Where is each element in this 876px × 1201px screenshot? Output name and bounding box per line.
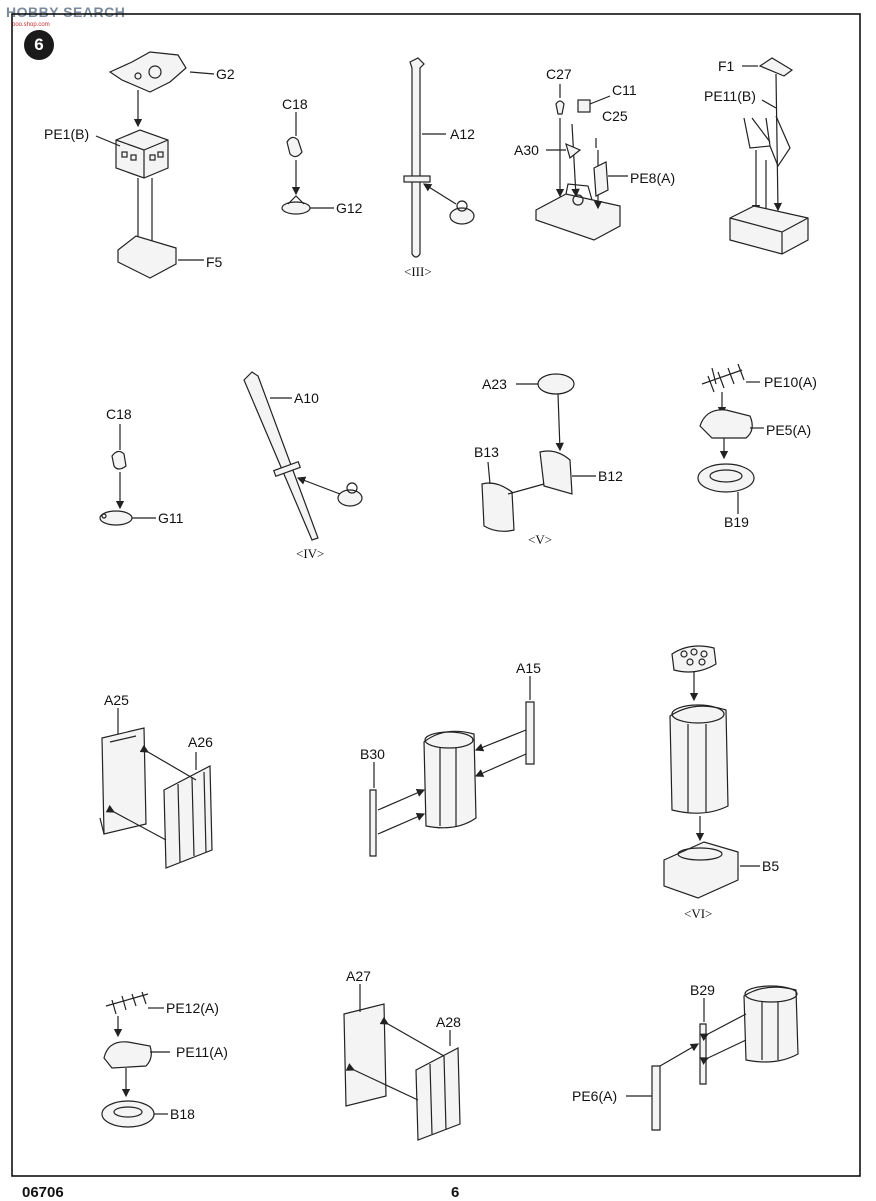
- callout-c27: C27: [546, 66, 572, 82]
- kit-number: 06706: [22, 1184, 64, 1201]
- callout-g2: G2: [216, 66, 235, 82]
- part-g11: [99, 510, 133, 526]
- part-b30: [369, 789, 377, 857]
- part-tank-c: [669, 704, 729, 814]
- part-b5: [663, 841, 739, 899]
- callout-b12: B12: [598, 468, 623, 484]
- watermark: HOBBY SEARCH: [6, 4, 126, 20]
- page-frame: [11, 13, 861, 1177]
- part-pe11a: [103, 1041, 152, 1069]
- part-b18: [101, 1100, 155, 1128]
- part-pe6a: [651, 1065, 661, 1131]
- callout-pe11b: PE11(B): [704, 88, 756, 104]
- callout-f1: F1: [718, 58, 735, 74]
- part-b29: [699, 1023, 707, 1085]
- callout-f5: F5: [206, 254, 223, 270]
- step-number-badge: 6: [24, 30, 54, 60]
- callout-a23: A23: [482, 376, 507, 392]
- part-a25: [99, 727, 147, 835]
- part-a10-rod: [243, 371, 319, 541]
- watermark-subtext: ooo.shop.com: [12, 22, 50, 28]
- part-b12: [539, 450, 573, 495]
- callout-a12: A12: [450, 126, 475, 142]
- part-cap-b: [671, 645, 717, 673]
- callout-g12: G12: [336, 200, 363, 216]
- callout-c18-top: C18: [282, 96, 308, 112]
- callout-pe10a: PE10(A): [764, 374, 817, 390]
- caption-iv: <IV>: [296, 546, 325, 561]
- part-f5: [117, 235, 177, 279]
- callout-a30: A30: [514, 142, 539, 158]
- part-base-c: [535, 183, 621, 241]
- callout-pe12a: PE12(A): [166, 1000, 219, 1016]
- callout-a25: A25: [104, 692, 129, 708]
- callout-pe6a: PE6(A): [572, 1088, 618, 1104]
- callout-g11: G11: [158, 510, 184, 526]
- part-b19: [697, 463, 755, 493]
- part-a12-rod: [403, 57, 431, 258]
- callout-pe8a: PE8(A): [630, 170, 676, 186]
- page-number: 6: [451, 1184, 460, 1201]
- part-hull-f: [729, 205, 809, 255]
- callout-c25: C25: [602, 108, 628, 124]
- callout-pe11a: PE11(A): [176, 1044, 228, 1060]
- part-mount-a10: [337, 482, 363, 507]
- caption-v: <V>: [528, 532, 553, 547]
- part-tank-b: [423, 730, 477, 829]
- callout-c18-mid: C18: [106, 406, 132, 422]
- part-pe12a: [105, 991, 149, 1015]
- part-tank-d: [743, 985, 799, 1063]
- callout-b13: B13: [474, 444, 499, 460]
- part-a26: [163, 765, 213, 869]
- part-pe10a: [701, 363, 745, 393]
- callout-a26: A26: [188, 734, 213, 750]
- part-g12: [281, 195, 311, 215]
- part-pe1b: [115, 129, 169, 179]
- callout-b18: B18: [170, 1106, 195, 1122]
- callout-a28: A28: [436, 1014, 461, 1030]
- callout-b19: B19: [724, 514, 749, 530]
- part-a28: [415, 1047, 461, 1141]
- part-pe11b: [743, 115, 791, 168]
- part-c18-top: [286, 136, 303, 158]
- callout-a15: A15: [516, 660, 541, 676]
- callout-b5: B5: [762, 858, 780, 874]
- callout-a10: A10: [294, 390, 319, 406]
- part-mount-a12: [449, 200, 475, 225]
- part-a27: [343, 1003, 387, 1107]
- caption-iii: <III>: [404, 264, 432, 279]
- caption-vi: <VI>: [684, 906, 713, 921]
- callout-b29: B29: [690, 982, 715, 998]
- part-a23: [537, 373, 575, 395]
- callout-a27: A27: [346, 968, 371, 984]
- callout-pe5a: PE5(A): [766, 422, 812, 438]
- part-pe5a: [699, 409, 753, 439]
- callout-c11: C11: [612, 82, 637, 98]
- part-a15: [525, 701, 535, 765]
- part-g2: [108, 51, 187, 93]
- callout-pe1b: PE1(B): [44, 126, 90, 142]
- callout-b30: B30: [360, 746, 385, 762]
- part-b13: [481, 482, 515, 532]
